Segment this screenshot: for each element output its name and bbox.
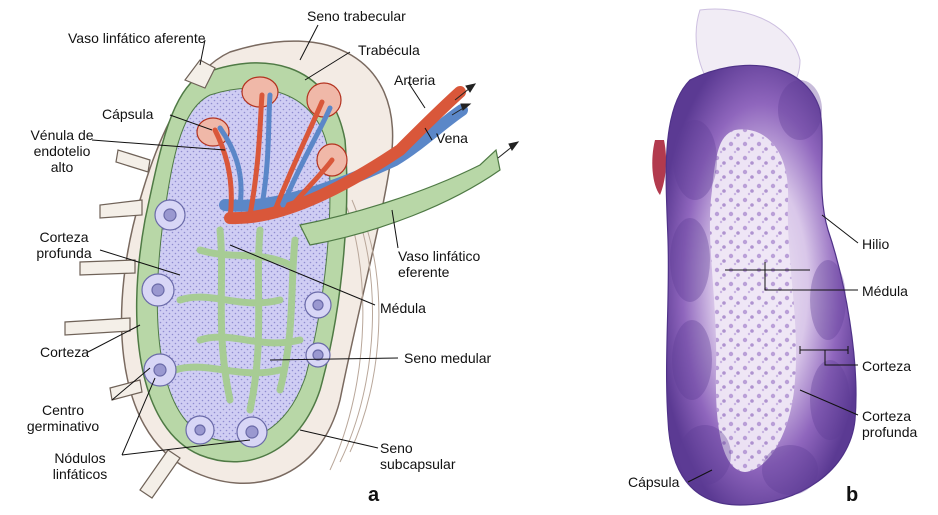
label-venula: Vénula de endotelio alto [20, 127, 104, 175]
label-nodulos-line2: linfáticos [44, 466, 116, 482]
label-nodulos-linfaticos: Nódulos linfáticos [44, 450, 116, 482]
label-seno-medular: Seno medular [404, 350, 491, 366]
label-medula-b: Médula [862, 283, 908, 299]
label-seno-subcapsular: Seno subcapsular [380, 440, 456, 472]
label-vaso-eferente: Vaso linfático eferente [398, 248, 480, 280]
label-corteza-profunda-line1: Corteza [28, 229, 100, 245]
label-venula-line3: alto [20, 159, 104, 175]
label-seno-sub-line1: Seno [380, 440, 456, 456]
label-corteza-profunda-b: Corteza profunda [862, 408, 917, 440]
label-corteza-b: Corteza [862, 358, 911, 374]
label-vaso-eferente-line2: eferente [398, 264, 480, 280]
label-corteza: Corteza [40, 344, 89, 360]
label-hilio: Hilio [862, 236, 889, 252]
label-trabecula: Trabécula [358, 42, 420, 58]
label-vaso-eferente-line1: Vaso linfático [398, 248, 480, 264]
label-vena: Vena [436, 130, 468, 146]
label-medula: Médula [380, 300, 426, 316]
hilar-vessel [652, 140, 666, 195]
label-centro-line2: germinativo [18, 418, 108, 434]
label-centro-germinativo: Centro germinativo [18, 402, 108, 434]
panel-label-a: a [368, 484, 379, 507]
micrograph-panel-b [652, 9, 858, 505]
label-vaso-aferente: Vaso linfático aferente [68, 30, 206, 46]
label-venula-line1: Vénula de [20, 127, 104, 143]
label-venula-line2: endotelio [20, 143, 104, 159]
label-seno-trabecular: Seno trabecular [307, 8, 406, 24]
label-arteria: Arteria [394, 72, 435, 88]
label-seno-sub-line2: subcapsular [380, 456, 456, 472]
label-corteza-profunda-b-line1: Corteza [862, 408, 917, 424]
label-capsula: Cápsula [102, 106, 153, 122]
label-nodulos-line1: Nódulos [44, 450, 116, 466]
label-capsula-b: Cápsula [628, 474, 679, 490]
panel-label-b: b [846, 484, 858, 507]
label-corteza-profunda-b-line2: profunda [862, 424, 917, 440]
vessel-arrows [452, 84, 518, 158]
label-corteza-profunda: Corteza profunda [28, 229, 100, 261]
label-centro-line1: Centro [18, 402, 108, 418]
label-corteza-profunda-line2: profunda [28, 245, 100, 261]
